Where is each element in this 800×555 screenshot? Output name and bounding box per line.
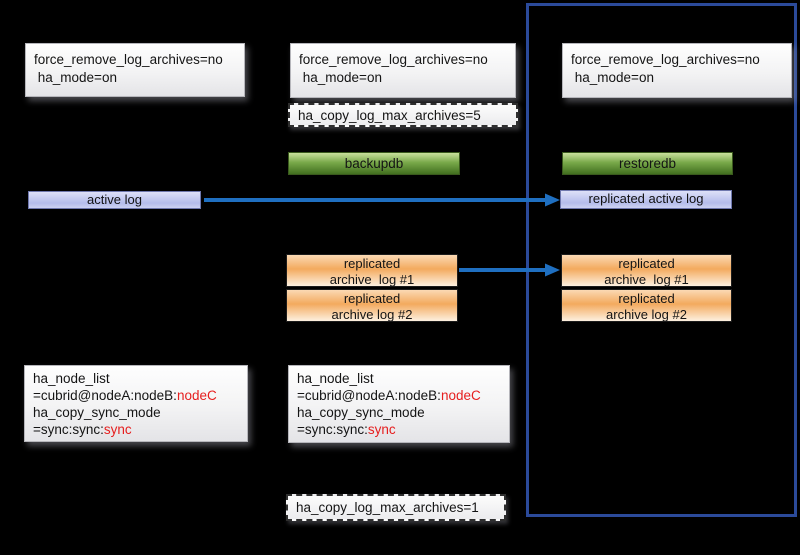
active-log-arrow [204,193,560,207]
replicated-active-log-box: replicated active log [560,190,732,209]
replicated-archive-log-1-right: replicated archive log #1 [561,254,732,287]
config-box-middle: force_remove_log_archives=no ha_mode=on [290,43,516,98]
config-box-right: force_remove_log_archives=no ha_mode=on [562,43,792,98]
replicated-archive-log-2-right: replicated archive log #2 [561,289,732,322]
config-box-left: force_remove_log_archives=no ha_mode=on [25,43,245,97]
right-node-boundary [526,3,797,517]
replicated-archive-log-1-middle: replicated archive log #1 [286,254,458,287]
backupdb-label: backupdb [288,152,460,175]
active-log-box: active log [28,191,201,209]
replicated-archive-log-2-middle: replicated archive log #2 [286,289,458,322]
ha-copy-log-max-archives-5-box: ha_copy_log_max_archives=5 [288,103,518,127]
restoredb-label: restoredb [562,152,733,175]
ha-copy-log-max-archives-1-box: ha_copy_log_max_archives=1 [286,494,506,521]
